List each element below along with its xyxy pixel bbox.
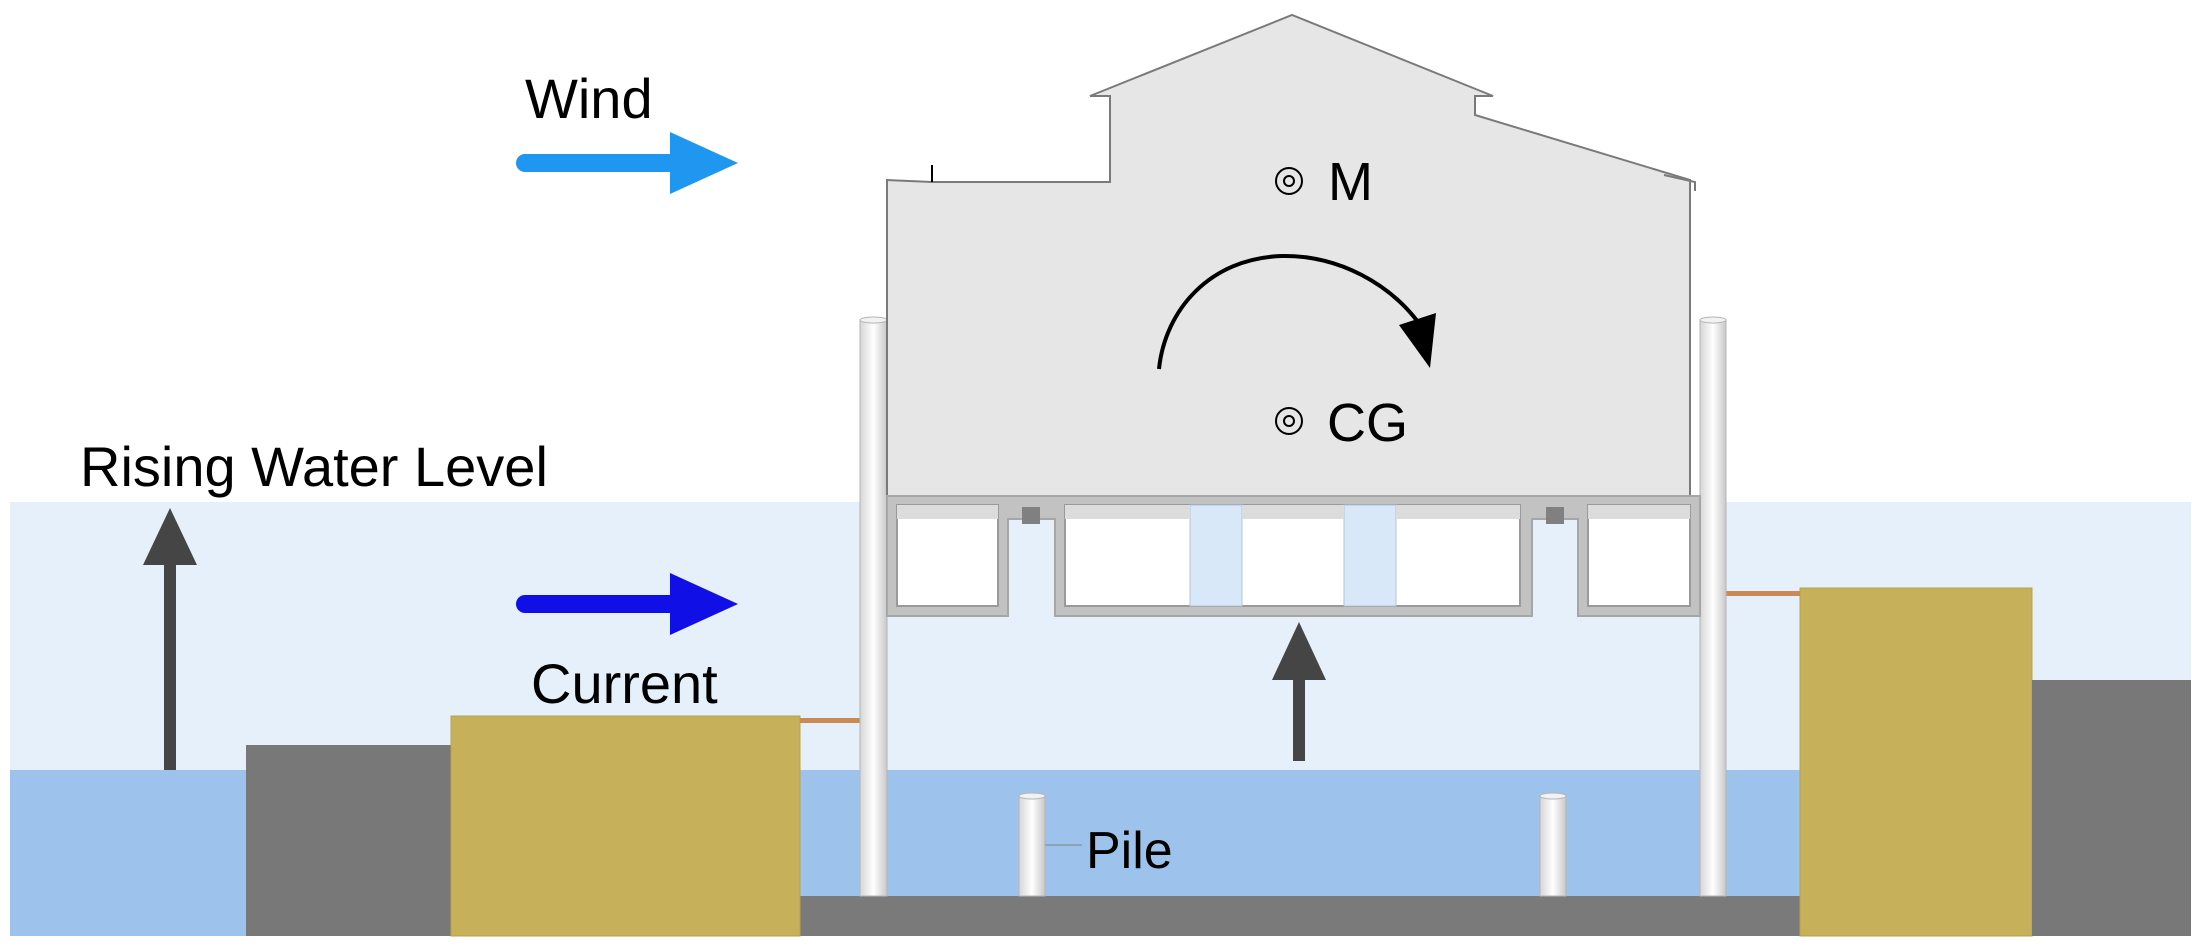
house-roof-overhang xyxy=(1663,174,1696,191)
left-guide-post xyxy=(859,319,888,897)
pontoon-cell-1 xyxy=(896,504,999,607)
pontoon-cell-2 xyxy=(1064,504,1521,607)
left-gray-block xyxy=(246,745,452,936)
rotation-arrow xyxy=(1157,253,1420,370)
center-of-gravity-marker xyxy=(1275,407,1303,435)
pontoon-gap-2 xyxy=(1343,504,1397,607)
short-pile-left xyxy=(1018,795,1046,897)
left-guide-post-cap xyxy=(859,316,888,324)
right-guide-post-cap xyxy=(1699,316,1727,324)
short-pile-right xyxy=(1539,795,1567,897)
wind-arrow xyxy=(516,132,738,194)
center-of-gravity-label: CG xyxy=(1327,393,1408,453)
right-mooring-line xyxy=(1726,591,1800,596)
pontoon-strip-5 xyxy=(1588,505,1690,519)
rising-water-label: Rising Water Level xyxy=(80,435,548,498)
pontoon-strip-3 xyxy=(1242,505,1344,519)
short-pile-left-cap xyxy=(1018,792,1046,800)
pontoon-strip-2 xyxy=(1065,505,1190,519)
current-label: Current xyxy=(531,652,718,715)
short-pile-right-cap xyxy=(1539,792,1567,800)
metacenter-label: M xyxy=(1328,152,1373,212)
left-sand-block xyxy=(450,715,801,937)
rising-water-arrow xyxy=(143,508,197,770)
pontoon-bracket-right xyxy=(1546,507,1564,524)
left-mooring-line xyxy=(800,718,860,723)
wind-label: Wind xyxy=(525,67,653,130)
right-sand-block xyxy=(1799,587,2033,937)
rotation-arrow-head xyxy=(1399,313,1436,368)
right-gray-block xyxy=(2032,680,2191,936)
pontoon-bracket-left xyxy=(1022,507,1040,524)
metacenter-marker xyxy=(1275,167,1303,195)
buoyancy-arrow xyxy=(1272,622,1326,761)
ground-slab xyxy=(800,896,1800,936)
right-guide-post xyxy=(1699,319,1727,897)
pontoon-strip-1 xyxy=(897,505,998,519)
pontoon-gap-1 xyxy=(1189,504,1243,607)
pontoon-cell-3 xyxy=(1587,504,1691,607)
floating-pontoon xyxy=(886,495,1701,617)
current-arrow xyxy=(516,573,738,635)
pile-label: Pile xyxy=(1086,822,1173,880)
pontoon-strip-4 xyxy=(1396,505,1520,519)
